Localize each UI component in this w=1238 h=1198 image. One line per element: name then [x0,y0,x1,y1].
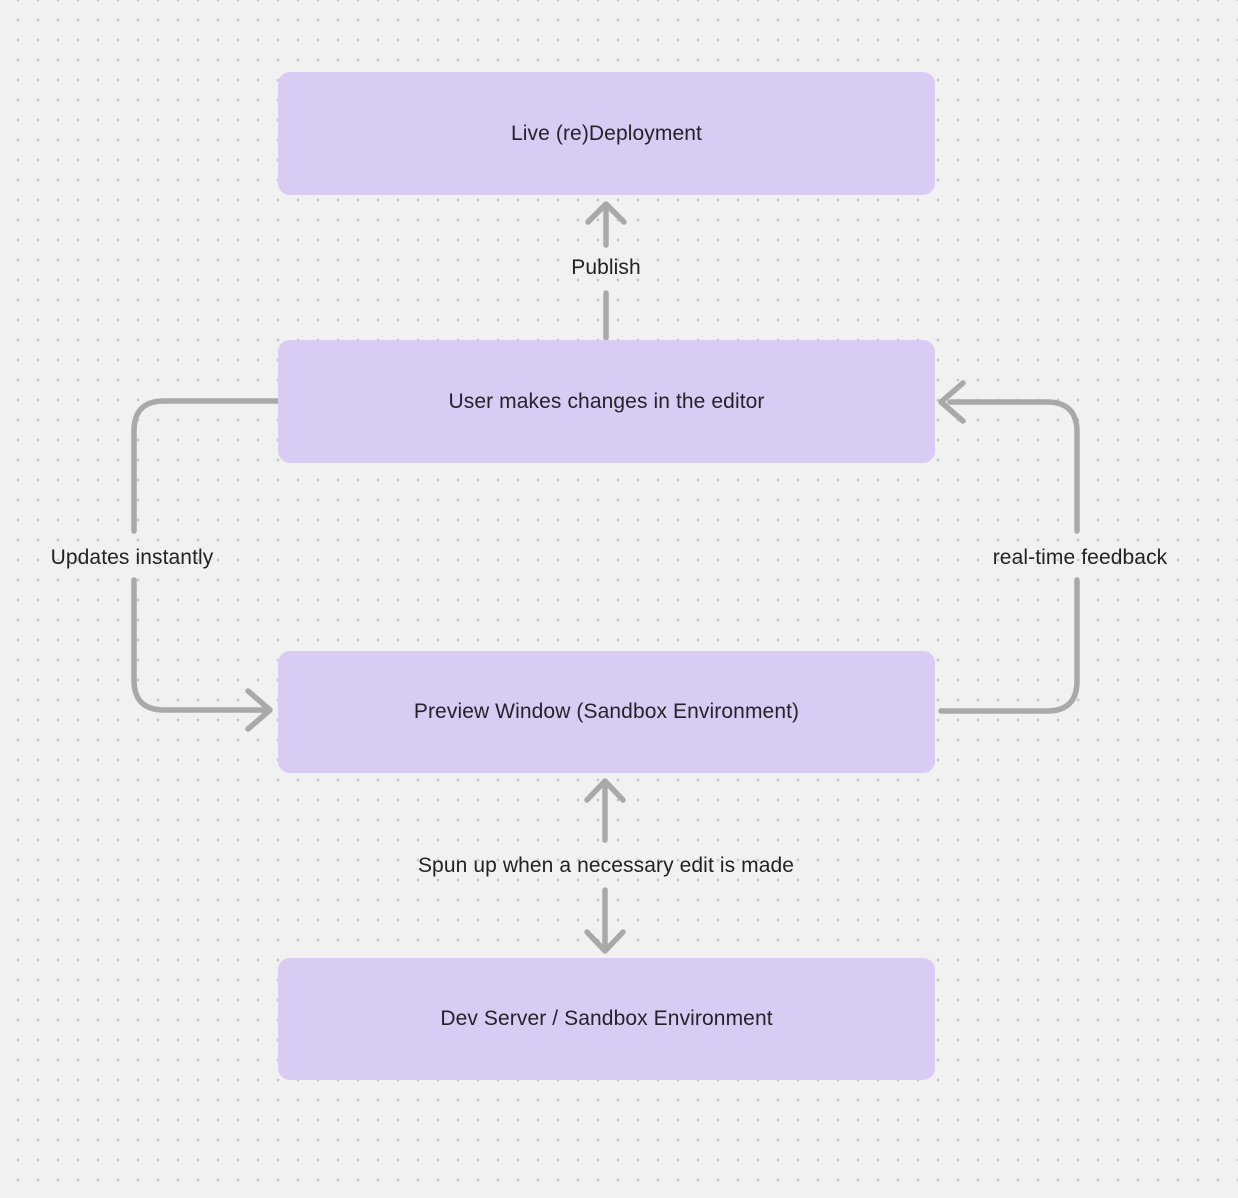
node-preview-window-label: Preview Window (Sandbox Environment) [413,700,800,723]
node-user-editor[interactable]: User makes changes in the editor [278,340,935,463]
edge-feedback-segment-lower[interactable] [938,577,1080,714]
node-dev-server-label: Dev Server / Sandbox Environment [440,1007,773,1030]
edge-spun-up[interactable] [584,778,626,954]
edge-spunup-up-arrowhead-icon [584,778,626,803]
node-user-editor-label: User makes changes in the editor [448,389,765,413]
node-live-redeployment-label: Live (re)Deployment [511,121,702,145]
edge-publish[interactable] [585,201,627,341]
edge-label-spun-up: Spun up when a necessary edit is made [417,854,795,877]
edge-label-real-time-feedback: real-time feedback [992,546,1168,569]
edge-spunup-down-arrowhead-icon [584,929,626,954]
edge-updates-segment-lower[interactable] [131,577,268,713]
edge-updates-instantly[interactable] [131,398,280,732]
edge-feedback-arrowhead-icon [938,380,966,424]
edge-label-updates-instantly: Updates instantly [50,546,214,569]
edge-updates-segment-upper[interactable] [131,398,280,534]
edge-feedback-segment-upper[interactable] [947,399,1080,534]
node-preview-window[interactable]: Preview Window (Sandbox Environment) [278,651,935,773]
edge-publish-arrowhead-icon [585,201,627,225]
node-dev-server[interactable]: Dev Server / Sandbox Environment [278,958,935,1080]
edge-real-time-feedback[interactable] [938,380,1080,714]
edge-updates-arrowhead-icon [245,688,273,732]
edge-label-publish: Publish [571,256,641,279]
node-live-redeployment[interactable]: Live (re)Deployment [278,72,935,195]
